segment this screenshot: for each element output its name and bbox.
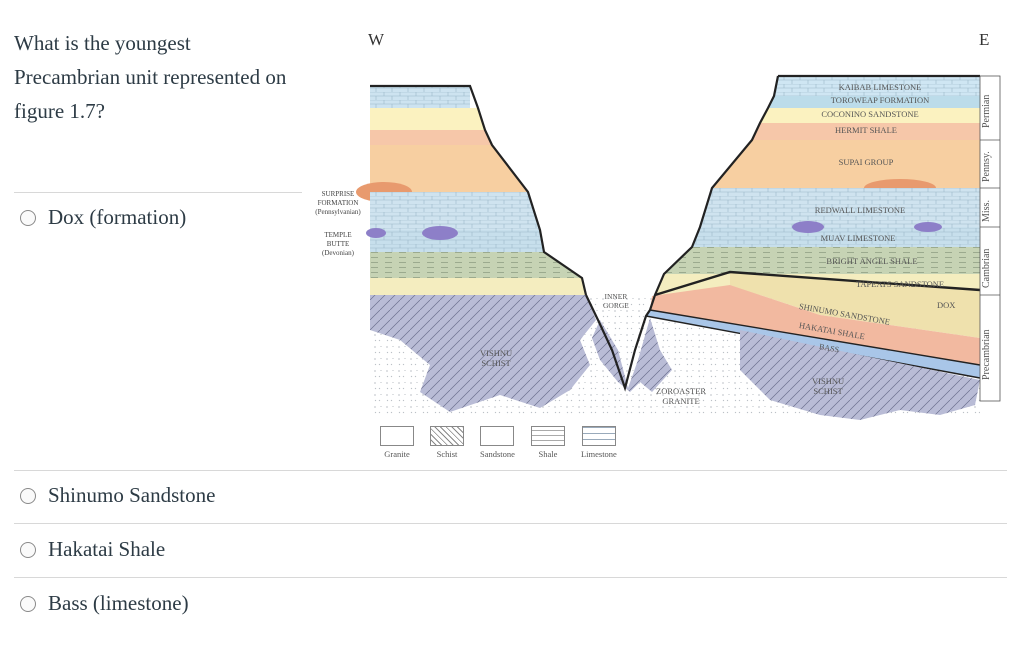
legend-item-sandstone: Sandstone [480,426,515,459]
radio-button[interactable] [20,595,36,612]
sandstone-swatch [480,426,515,446]
layer-label-tapeats: TAPEATS SANDSTONE [855,279,945,289]
period-permian: Permian [981,94,992,128]
legend: Granite Schist Sandstone Shale Limestone [380,426,617,459]
limestone-swatch [581,426,616,446]
radio-button[interactable] [20,209,36,226]
schist-swatch [430,426,464,446]
label-vishnu-west: VISHNU SCHIST [480,348,513,368]
period-column [979,75,1001,402]
label-zoroaster: ZOROASTER GRANITE [656,386,707,406]
east-canyon-wall [645,74,981,379]
legend-item-limestone: Limestone [581,426,617,459]
divider [14,192,302,193]
layer-label-supai: SUPAI GROUP [838,157,894,167]
period-mississippian: Miss. [981,200,992,222]
period-cambrian: Cambrian [981,248,992,288]
granite-swatch [380,426,414,446]
option-label: Dox (formation) [48,205,187,229]
option-label: Bass (limestone) [48,591,189,615]
option-dox[interactable]: Dox (formation) [20,205,186,230]
divider [14,523,1007,524]
compass-east: E [979,30,990,49]
legend-item-shale: Shale [530,426,565,459]
layer-label-coconino: COCONINO SANDSTONE [821,109,919,119]
period-pennsylvanian: Pennsy. [981,151,992,182]
option-hakatai[interactable]: Hakatai Shale [20,537,165,562]
legend-item-granite: Granite [380,426,414,459]
layer-label-hermit: HERMIT SHALE [835,125,897,135]
legend-item-schist: Schist [430,426,464,459]
layer-label-toroweap: TOROWEAP FORMATION [830,95,930,105]
question-text: What is the youngest Precambrian unit re… [14,31,287,123]
label-dox: DOX [937,300,956,310]
divider [14,470,1007,471]
layer-label-redwall: REDWALL LIMESTONE [814,205,906,215]
label-inner-gorge: INNER GORGE [603,292,629,310]
label-vishnu-east: VISHNU SCHIST [812,376,845,396]
temple-butte-label: TEMPLE BUTTE (Devonian) [322,231,354,257]
layer-label-bright-angel: BRIGHT ANGEL SHALE [826,256,918,266]
radio-button[interactable] [20,541,36,558]
radio-button[interactable] [20,487,36,504]
west-canyon-wall [356,84,588,296]
option-shinumo[interactable]: Shinumo Sandstone [20,483,215,508]
layer-label-muav: MUAV LIMESTONE [820,233,896,243]
inner-gorge-outline [585,294,651,392]
option-bass[interactable]: Bass (limestone) [20,591,189,616]
period-precambrian: Precambrian [981,329,992,380]
layer-label-kaibab: KAIBAB LIMESTONE [838,82,922,92]
option-label: Shinumo Sandstone [48,483,216,507]
shale-swatch [530,426,565,446]
divider [14,577,1007,578]
surprise-formation-label: SURPRISE FORMATION (Pennsylvanian) [315,190,361,216]
grand-canyon-cross-section-figure: W E SURPRISE FORMATION (Pennsylvanian) T… [300,20,1010,470]
compass-west: W [368,30,385,49]
option-label: Hakatai Shale [48,537,166,561]
